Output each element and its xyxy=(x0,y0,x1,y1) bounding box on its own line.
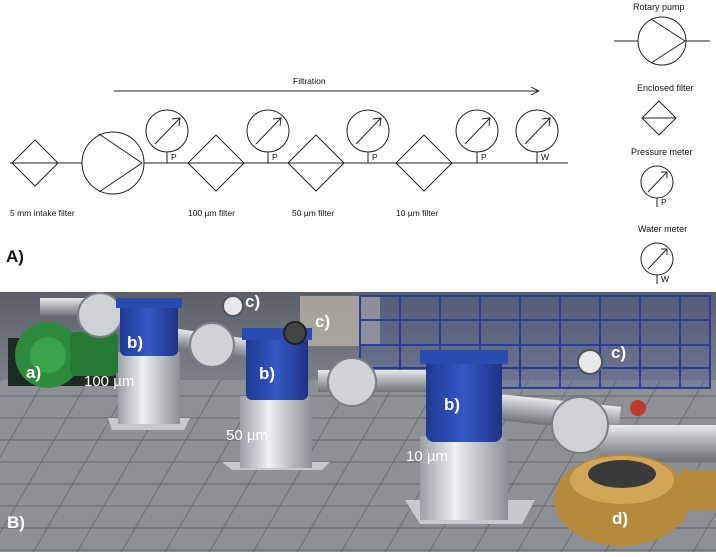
brass-water-meter xyxy=(554,454,716,546)
meter-w-label: W xyxy=(541,152,549,162)
filter-50-symbol xyxy=(287,134,345,192)
pressure-gauge xyxy=(222,295,244,317)
flange xyxy=(189,322,235,368)
flange xyxy=(551,396,609,454)
meter-p-label: P xyxy=(372,152,378,162)
process-diagram xyxy=(10,91,568,195)
legend-enclosed-filter-symbol xyxy=(641,100,677,136)
tag-b: b) xyxy=(127,333,143,352)
size-10-label: 10 µm xyxy=(406,448,448,465)
legend-rotary-pump-label: Rotary pump xyxy=(633,2,685,12)
pressure-meter-3 xyxy=(346,109,390,163)
green-pump xyxy=(8,322,118,388)
pressure-gauge xyxy=(577,349,603,375)
meter-p-label: P xyxy=(481,152,487,162)
tag-c: c) xyxy=(611,343,626,362)
legend-pressure-meter-label: Pressure meter xyxy=(631,147,693,157)
water-meter xyxy=(515,109,559,163)
tag-d: d) xyxy=(612,509,628,528)
panel-b-label: B) xyxy=(7,513,25,532)
pressure-meter-4 xyxy=(455,109,499,163)
intake-filter-label: 5 mm intake filter xyxy=(10,208,75,218)
rotary-pump-symbol xyxy=(81,131,145,195)
filter-100-symbol xyxy=(187,134,245,192)
flange xyxy=(77,292,123,338)
tag-c: c) xyxy=(245,292,260,311)
legend-enclosed-filter-label: Enclosed filter xyxy=(637,83,694,93)
filter-10-label: 10 µm filter xyxy=(396,208,438,218)
intake-filter-symbol xyxy=(11,139,59,187)
tag-a: a) xyxy=(26,363,41,382)
tag-b: b) xyxy=(259,364,275,383)
legend-pressure-meter-symbol xyxy=(640,165,674,207)
filter-housing-10 xyxy=(405,350,535,524)
filtration-label: Filtration xyxy=(293,76,326,86)
legend: Rotary pump Enclosed filter Pressure met… xyxy=(614,2,710,284)
pressure-meter-1 xyxy=(145,109,189,163)
legend-p-label: P xyxy=(661,197,667,207)
installation-photo: a) b) b) b) c) c) c) d) 100 µm 50 µm 10 … xyxy=(0,292,716,552)
tag-b: b) xyxy=(444,395,460,414)
pressure-gauge xyxy=(283,321,307,345)
meter-p-label: P xyxy=(171,152,177,162)
legend-water-meter-symbol xyxy=(640,242,674,284)
flange xyxy=(327,357,377,407)
size-50-label: 50 µm xyxy=(226,427,268,444)
filter-50-label: 50 µm filter xyxy=(292,208,334,218)
legend-water-meter-label: Water meter xyxy=(638,224,687,234)
legend-w-label: W xyxy=(661,274,669,284)
filter-housing-100 xyxy=(108,298,190,430)
filter-100-label: 100 µm filter xyxy=(188,208,235,218)
meter-p-label: P xyxy=(272,152,278,162)
filter-housing-50 xyxy=(222,328,330,470)
pressure-meter-2 xyxy=(246,109,290,163)
legend-rotary-pump-symbol xyxy=(614,16,710,66)
tag-c: c) xyxy=(315,312,330,331)
size-100-label: 100 µm xyxy=(84,373,134,390)
filter-10-symbol xyxy=(395,134,453,192)
panel-a-label: A) xyxy=(6,247,24,266)
